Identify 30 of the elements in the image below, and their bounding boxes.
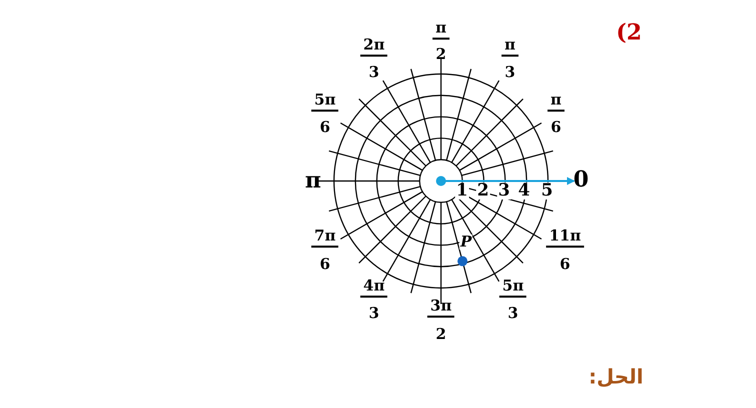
angle-label: π xyxy=(432,20,450,40)
angle-label: 6 xyxy=(560,257,570,273)
solution-heading: الحل: xyxy=(588,366,644,388)
angle-label: 2 xyxy=(436,327,446,343)
angle-label: 6 xyxy=(550,120,562,136)
radius-label: 5 xyxy=(540,182,554,200)
angle-label: 4π xyxy=(360,278,388,298)
angle-label: 3 xyxy=(368,306,380,322)
radius-label: 2 xyxy=(476,182,490,200)
angle-label: 5π xyxy=(499,278,527,298)
angle-label: 3 xyxy=(504,65,516,81)
angle-label: π xyxy=(502,38,518,56)
angle-label: 2π xyxy=(360,38,388,56)
angle-label: π xyxy=(304,169,322,193)
problem-number: (2 xyxy=(616,21,642,45)
angle-label: 3 xyxy=(368,65,380,81)
radius-label: 3 xyxy=(497,182,511,200)
angle-label: 0 xyxy=(573,168,589,192)
angle-label: 3π xyxy=(427,298,455,318)
angle-label: 2 xyxy=(436,47,446,63)
angle-label: 6 xyxy=(320,257,330,273)
point-label: P xyxy=(459,234,473,250)
radius-label: 4 xyxy=(517,182,531,200)
angle-label: 11π xyxy=(546,228,584,248)
angle-label: 6 xyxy=(320,120,330,136)
angle-label: π xyxy=(548,92,564,112)
radius-label: 1 xyxy=(455,182,469,200)
angle-label: 3 xyxy=(508,306,518,322)
angle-label: 7π xyxy=(311,228,339,248)
angle-label: 5π xyxy=(311,92,339,112)
